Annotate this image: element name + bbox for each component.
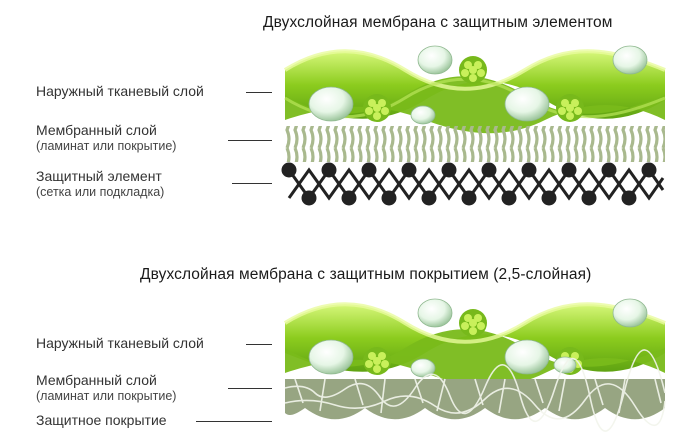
fiber-bundle-icon — [363, 56, 584, 122]
membrane-layer — [285, 126, 665, 162]
diagram1-title: Двухслойная мембрана с защитным элементо… — [263, 14, 613, 31]
membrane-leader — [228, 140, 272, 141]
protective-element-label-text: Защитный элемент — [36, 168, 162, 184]
diagram1-illustration — [281, 45, 666, 206]
membrane-sublabel: (ламинат или покрытие) — [36, 139, 177, 153]
membrane-label-2: Мембранный слой (ламинат или покрытие) — [36, 372, 176, 404]
diagram2-title: Двухслойная мембрана с защитным покрытие… — [140, 266, 592, 283]
outer-fabric-leader-2 — [246, 344, 272, 345]
membrane-sublabel-2: (ламинат или покрытие) — [36, 389, 177, 403]
protective-coating-label: Защитное покрытие — [36, 412, 167, 428]
protective-coating-leader — [196, 421, 272, 422]
outer-fabric-label: Наружный тканевый слой — [36, 83, 204, 99]
diagram2-illustration — [283, 298, 666, 432]
water-droplet-icon — [308, 45, 648, 125]
protective-coating-layer — [284, 349, 666, 432]
membrane-label: Мембранный слой (ламинат или покрытие) — [36, 122, 176, 154]
membrane-leader-2 — [228, 388, 272, 389]
water-droplet-icon-2 — [308, 298, 648, 378]
protective-element-label: Защитный элемент (сетка или подкладка) — [36, 168, 164, 200]
protective-element-leader — [232, 183, 272, 184]
membrane-label-text-2: Мембранный слой — [36, 372, 157, 388]
outer-fabric-leader — [246, 92, 272, 93]
protective-mesh-layer — [281, 162, 665, 206]
outer-fabric-label-2: Наружный тканевый слой — [36, 335, 204, 351]
protective-element-sublabel: (сетка или подкладка) — [36, 185, 165, 199]
membrane-label-text: Мембранный слой — [36, 122, 157, 138]
